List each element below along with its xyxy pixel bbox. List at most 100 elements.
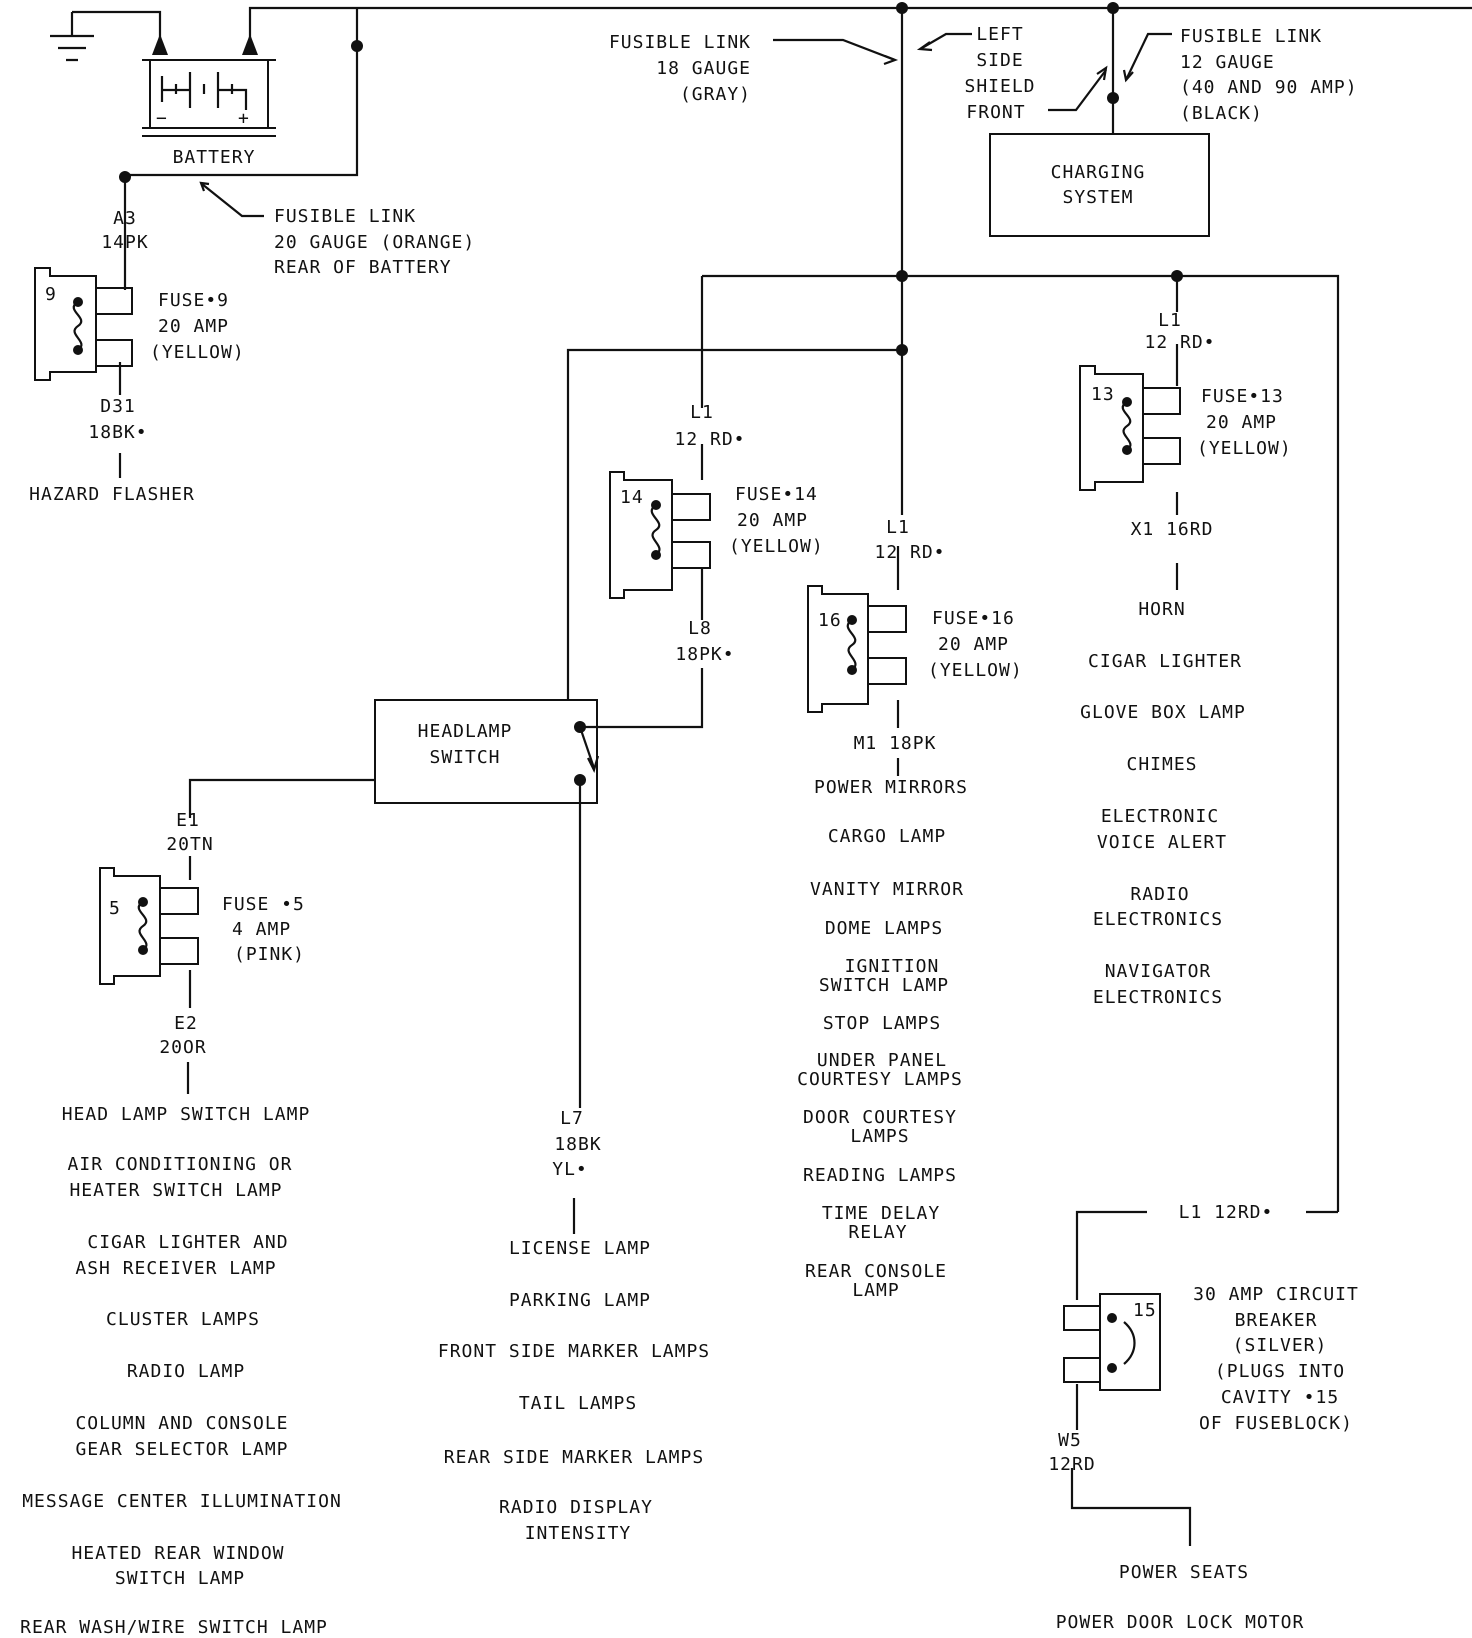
distribution-bus — [702, 274, 1340, 1212]
load-label: CLUSTER LAMPS — [106, 1309, 260, 1330]
load-label: LAMPS — [850, 1126, 909, 1147]
fuse13: L1 12 RD• 13 FUSE•13 20 AMP (YELLOW) X1 … — [1079, 310, 1292, 1008]
l7-circuit: L7 18BK YL• LICENSE LAMP PARKING LAMP FR… — [438, 1108, 709, 1544]
svg-text:OF FUSEBLOCK): OF FUSEBLOCK) — [1199, 1413, 1353, 1434]
load-label: ELECTRONICS — [1093, 987, 1223, 1008]
svg-text:20OR: 20OR — [159, 1037, 206, 1058]
fuse5-block — [99, 867, 161, 985]
svg-text:SHIELD: SHIELD — [964, 76, 1035, 97]
load-label: MESSAGE CENTER ILLUMINATION — [22, 1491, 342, 1512]
left-shield-pointer-top — [921, 32, 972, 49]
svg-text:YL•: YL• — [552, 1159, 588, 1180]
svg-text:20TN: 20TN — [166, 834, 213, 855]
load-label: POWER DOOR LOCK MOTOR — [1056, 1612, 1305, 1633]
svg-text:LEFT: LEFT — [976, 24, 1023, 45]
fusible-link-18ga-pointer — [773, 38, 896, 62]
breaker15-rating: 30 AMP CIRCUIT — [1193, 1284, 1359, 1305]
load-label: LAMP — [852, 1280, 899, 1301]
left-side-shield-label: LEFT SIDE SHIELD FRONT — [964, 24, 1035, 123]
e1-wire — [188, 778, 375, 818]
load-label: NAVIGATOR — [1105, 961, 1212, 982]
breaker15-wire-out: W5 — [1058, 1430, 1082, 1451]
load-label: CARGO LAMP — [828, 826, 946, 847]
fuse13-block — [1079, 365, 1144, 491]
svg-text:(YELLOW): (YELLOW) — [1197, 438, 1292, 459]
svg-text:SIDE: SIDE — [976, 50, 1023, 71]
load-label: HEAD LAMP SWITCH LAMP — [62, 1104, 311, 1125]
svg-text:4 AMP: 4 AMP — [232, 919, 291, 940]
fuse13-wire-out: X1 16RD — [1131, 519, 1214, 540]
load-label: COLUMN AND CONSOLE — [75, 1413, 288, 1434]
fusible-link-18ga-label: FUSIBLE LINK 18 GAUGE (GRAY) — [609, 32, 751, 105]
fuse13-cavity: 13 — [1091, 384, 1115, 405]
svg-text:BREAKER: BREAKER — [1235, 1310, 1318, 1331]
junction-dot — [574, 721, 586, 733]
power-seats-lead — [1070, 1468, 1192, 1546]
junction-dot — [119, 171, 131, 183]
svg-text:HEADLAMP: HEADLAMP — [418, 721, 513, 742]
fuse16-terminals — [868, 605, 907, 685]
load-label: AIR CONDITIONING OR — [68, 1154, 293, 1175]
fuse5-rating: FUSE •5 — [222, 894, 305, 915]
fusible-link-12ga-pointer — [1125, 32, 1172, 81]
fuse16-wire-in: L1 — [886, 517, 910, 538]
fuse16-element — [846, 619, 857, 671]
l7-wire-label: L7 — [560, 1108, 584, 1129]
fuse9-terminals — [96, 287, 133, 367]
fuse14-cavity: 14 — [620, 487, 644, 508]
fuse14-wire-in: L1 — [690, 402, 714, 423]
charging-system-box — [989, 133, 1210, 237]
headlamp-switch-wiper — [578, 726, 596, 769]
svg-text:CAVITY •15: CAVITY •15 — [1221, 1387, 1339, 1408]
load-label: CIGAR LIGHTER — [1088, 651, 1242, 672]
junction-dot — [896, 270, 908, 282]
fusible-link-20ga-arrowhead — [199, 181, 210, 192]
load-label: UNDER PANEL — [817, 1050, 947, 1071]
fuse5-cavity: 5 — [109, 898, 121, 919]
junction-dot — [574, 774, 586, 786]
load-label: DOME LAMPS — [825, 918, 943, 939]
fuse5-terminals — [160, 887, 199, 965]
battery-label: BATTERY — [173, 147, 256, 168]
breaker15-element — [1123, 1321, 1136, 1365]
load-label: COURTESY LAMPS — [797, 1069, 963, 1090]
load-label: REAR SIDE MARKER LAMPS — [444, 1447, 704, 1468]
svg-text:(SILVER): (SILVER) — [1233, 1335, 1328, 1356]
fuse5: E1 20TN 5 FUSE •5 4 AMP (PINK) E2 20OR H… — [20, 810, 342, 1638]
battery-ground-wire — [72, 10, 162, 40]
headlamp-switch-feed — [566, 348, 902, 700]
left-shield-arrowhead-top — [916, 41, 933, 52]
svg-text:20 GAUGE (ORANGE): 20 GAUGE (ORANGE) — [274, 232, 475, 253]
svg-text:(GRAY): (GRAY) — [680, 84, 751, 105]
fusible-link-12ga-label: FUSIBLE LINK 12 GAUGE (40 AND 90 AMP) (B… — [1180, 26, 1358, 124]
wires — [50, 6, 1472, 1546]
fuse16-block — [807, 585, 869, 713]
load-label: HORN — [1138, 599, 1185, 620]
fuse9-rating: FUSE•9 — [158, 290, 229, 311]
load-label: HEATED REAR WINDOW — [71, 1543, 284, 1564]
junction-dot — [896, 2, 908, 14]
load-label: PARKING LAMP — [509, 1290, 651, 1311]
load-label: GEAR SELECTOR LAMP — [75, 1439, 288, 1460]
fuse9-cavity: 9 — [45, 284, 57, 305]
headlamp-switch: HEADLAMP SWITCH — [374, 699, 598, 804]
fuse9: A3 14PK 9 FUSE•9 20 AMP (YELLOW) D31 18B… — [29, 208, 244, 505]
fuse14-block — [609, 471, 673, 599]
svg-text:20 AMP: 20 AMP — [737, 510, 808, 531]
fuse16: L1 12 RD• 16 FUSE•16 20 AMP (YELLOW) M1 … — [797, 517, 1022, 1301]
breaker15: L1 12RD• 15 30 AMP CIRCUIT BREAKER (SILV… — [1048, 1202, 1359, 1633]
load-label: REAR CONSOLE — [805, 1261, 947, 1282]
fuse9-wire-out: D31 — [100, 396, 136, 417]
svg-text:(40 AND 90 AMP): (40 AND 90 AMP) — [1180, 77, 1358, 98]
load-label: VOICE ALERT — [1097, 832, 1227, 853]
svg-text:18 GAUGE: 18 GAUGE — [656, 58, 751, 79]
fuse13-wire-in: L1 — [1158, 310, 1182, 331]
l8-to-headlamp-switch — [580, 668, 704, 729]
battery-cell-links — [162, 88, 248, 110]
svg-text:FUSIBLE LINK: FUSIBLE LINK — [1180, 26, 1322, 47]
svg-text:18BK•: 18BK• — [88, 422, 147, 443]
fusible-link-12ga-arrowhead — [1122, 69, 1134, 83]
fuse13-element — [1121, 401, 1132, 451]
fuse16-wire-out: M1 18PK — [854, 733, 937, 754]
